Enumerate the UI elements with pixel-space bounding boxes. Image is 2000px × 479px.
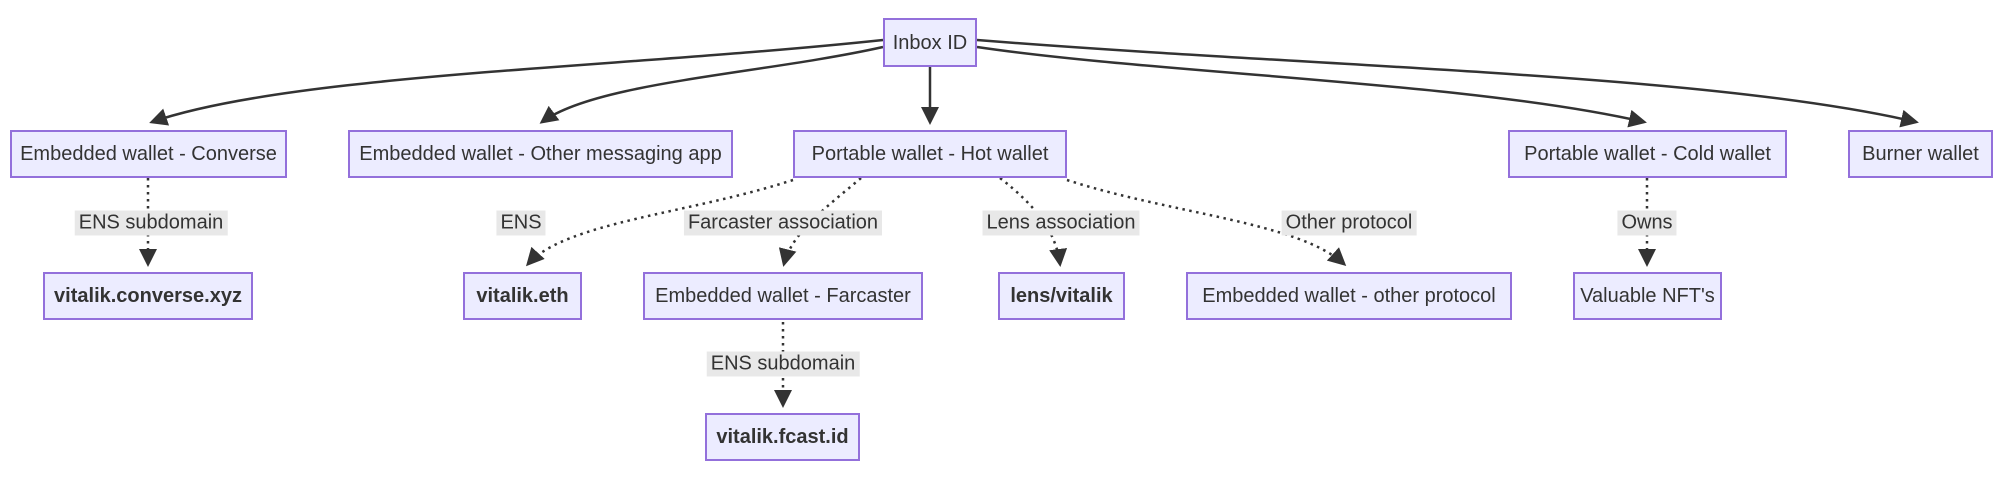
edge-label-owns: Owns [1617, 210, 1677, 236]
edge-inbox-to-burner-wallet [976, 38, 1919, 128]
node-vitalik-eth: vitalik.eth [463, 272, 582, 320]
edge-hot-to-other-protocol [1066, 178, 1347, 267]
node-vitalik-fcast-id: vitalik.fcast.id [705, 413, 860, 461]
edge-label-ens-subdomain-farcaster: ENS subdomain [706, 351, 860, 377]
edge-label-other-protocol: Other protocol [1281, 210, 1417, 236]
edge-label-lens-association: Lens association [982, 210, 1140, 236]
edge-label-ens-subdomain-converse: ENS subdomain [74, 210, 228, 236]
node-lens-vitalik: lens/vitalik [998, 272, 1125, 320]
node-vitalik-converse-xyz: vitalik.converse.xyz [43, 272, 253, 320]
node-valuable-nfts: Valuable NFT's [1573, 272, 1722, 320]
edge-label-ens: ENS [496, 210, 546, 236]
edge-inbox-to-converse [149, 38, 884, 126]
edge-inbox-to-other-messaging [539, 45, 884, 124]
node-burner-wallet: Burner wallet [1848, 130, 1993, 178]
node-embedded-wallet-farcaster: Embedded wallet - Farcaster [643, 272, 923, 320]
edge-hot-to-vitalik-eth [525, 178, 794, 267]
node-embedded-wallet-converse: Embedded wallet - Converse [10, 130, 287, 178]
node-portable-wallet-cold-wallet: Portable wallet - Cold wallet [1508, 130, 1787, 178]
node-embedded-wallet-other-protocol: Embedded wallet - other protocol [1186, 272, 1512, 320]
node-inbox-id: Inbox ID [883, 18, 977, 67]
edge-label-farcaster-association: Farcaster association [683, 210, 883, 236]
node-portable-wallet-hot-wallet: Portable wallet - Hot wallet [793, 130, 1067, 178]
node-embedded-wallet-other-messaging-app: Embedded wallet - Other messaging app [348, 130, 733, 178]
edge-inbox-to-cold-wallet [976, 45, 1647, 128]
